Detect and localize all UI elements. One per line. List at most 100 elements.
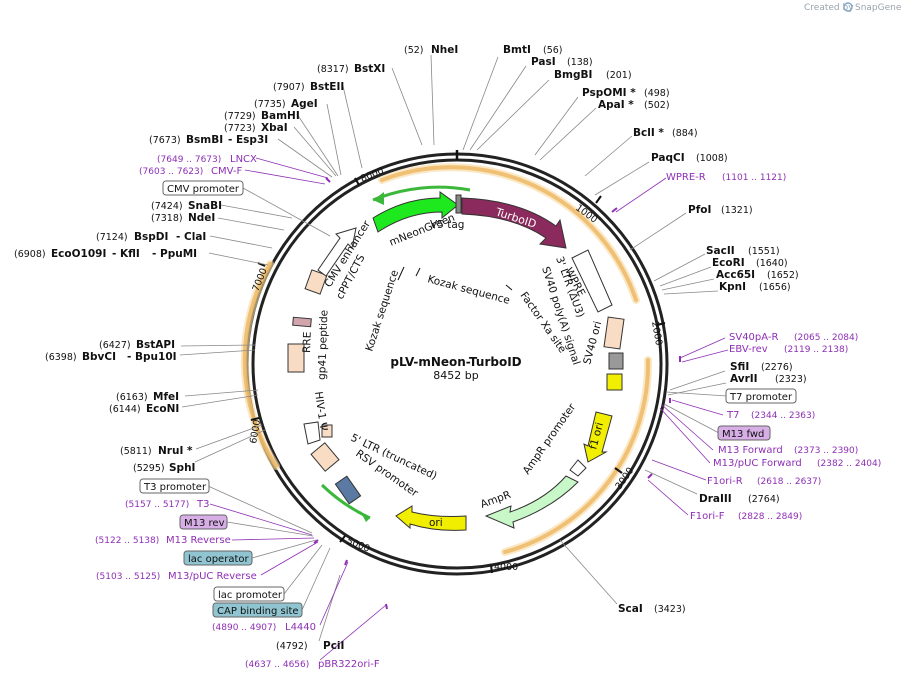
kfli-name: - KflI xyxy=(112,248,140,260)
cppt-feature[interactable] xyxy=(304,269,328,295)
turboid-feature[interactable] xyxy=(461,197,567,249)
bamhi-pos: (7729) xyxy=(224,111,256,122)
orange-arc-halos xyxy=(240,163,653,556)
bcli-pos: (884) xyxy=(672,128,698,139)
sfii-pos: (2276) xyxy=(761,362,793,373)
xbai-name: XbaI xyxy=(261,122,288,134)
ecoo109i-pos: (6908) xyxy=(14,249,46,260)
5-ltr-feature[interactable] xyxy=(303,421,321,445)
sacii-pos: (1551) xyxy=(748,246,780,257)
plasmid-length: 8452 bp xyxy=(433,369,478,382)
rre-label: RRE xyxy=(301,331,314,353)
t3-pos: (5157 .. 5177) xyxy=(125,500,189,510)
pbr322ori-f-pos: (4637 .. 4656) xyxy=(245,660,309,670)
ampr-promoter-feature[interactable] xyxy=(569,459,587,477)
avrii-pos: (2323) xyxy=(775,374,807,385)
v5-tag-feature[interactable] xyxy=(455,194,462,214)
snabi-name: SnaBI xyxy=(188,200,222,212)
paqci-name: PaqCI xyxy=(651,152,685,164)
scai-name: ScaI xyxy=(618,603,643,615)
sv40-ori-feature[interactable] xyxy=(606,373,623,391)
ndei-pos: (7318) xyxy=(151,213,183,224)
bstxi-pos: (8317) xyxy=(317,64,349,75)
ampr-feature[interactable] xyxy=(484,475,579,529)
pbr322ori-f-name: pBR322ori-F xyxy=(318,659,380,670)
m13-forward-name: M13 Forward xyxy=(718,445,783,456)
ecori-pos: (1640) xyxy=(756,258,788,269)
t3-name: T3 xyxy=(196,499,209,510)
bmti-pos: (56) xyxy=(543,45,563,56)
sphi-pos: (5295) xyxy=(133,463,165,474)
ori-feature[interactable] xyxy=(395,505,467,531)
lncx-pos: (7649 .. 7673) xyxy=(157,155,221,165)
pspomi-pos: (498) xyxy=(644,88,670,99)
tick-label-2000: 2000 xyxy=(649,321,664,347)
rsv-promoter-feature[interactable] xyxy=(310,442,340,472)
tick-label-6000: 6000 xyxy=(248,419,263,445)
bspdi-pos: (7124) xyxy=(96,232,128,243)
m13-rev-label: M13 rev xyxy=(184,518,225,529)
gp41-feature[interactable] xyxy=(292,316,312,328)
bstapi-pos: (6427) xyxy=(99,340,131,351)
bsteii-name: BstEII xyxy=(310,81,344,93)
sv40pa-r-pos: (2065 .. 2084) xyxy=(794,333,858,343)
cmv-f-name: CMV-F xyxy=(211,166,242,177)
m13-puc-reverse-pos: (5103 .. 5125) xyxy=(96,572,160,582)
hiv-psi-label: HIV-1 Ψ xyxy=(312,391,329,432)
green-arc-2-head xyxy=(360,511,370,522)
scai-pos: (3423) xyxy=(654,604,686,615)
lac-region-feature[interactable] xyxy=(334,475,362,505)
ebv-rev-name: EBV-rev xyxy=(729,344,768,355)
pfoi-name: PfoI xyxy=(688,204,711,216)
enzyme-leader-lines xyxy=(179,54,727,642)
tick-label-4000: 4000 xyxy=(494,562,518,573)
sv40-ori-label: SV40 ori xyxy=(581,320,604,366)
econi-name: EcoNI xyxy=(146,403,179,415)
wpre-feature[interactable] xyxy=(571,249,613,313)
mfei-name: MfeI xyxy=(153,391,179,403)
mfei-pos: (6163) xyxy=(116,392,148,403)
bsmbi-name: BsmBI xyxy=(186,134,223,146)
ampr-promoter-label: AmpR promoter xyxy=(521,401,579,477)
f1ori-r-name: F1ori-R xyxy=(707,476,743,487)
ecoo109i-name: EcoO109I xyxy=(51,248,106,260)
bcli-name: BclI * xyxy=(633,127,664,139)
agei-name: AgeI xyxy=(291,98,318,110)
sv40-polya-feature[interactable] xyxy=(608,352,624,370)
m13-puc-forward-pos: (2382 .. 2404) xyxy=(817,459,881,469)
v5-tag-label: V5 tag xyxy=(430,219,464,231)
bmti-name: BmtI xyxy=(503,44,531,56)
hiv-psi-feature[interactable] xyxy=(321,424,333,438)
bpu10i-name: - Bpu10I xyxy=(127,351,177,363)
mneongreen-feature[interactable] xyxy=(372,191,459,233)
m13-rev-box: M13 rev xyxy=(179,514,314,537)
nhei-pos: (52) xyxy=(404,45,424,56)
lac-operator-box: lac operator xyxy=(183,539,317,566)
f1-ori-feature[interactable] xyxy=(583,411,613,463)
3-ltr-feature[interactable] xyxy=(603,316,625,350)
inner-leader-lines xyxy=(397,266,513,291)
cap-binding-label: CAP binding site xyxy=(217,606,299,617)
ori-label: ori xyxy=(429,517,443,529)
nrui-pos: (5811) xyxy=(120,446,152,457)
pfoi-pos: (1321) xyxy=(721,205,753,216)
agei-pos: (7735) xyxy=(254,99,286,110)
acc65i-pos: (1652) xyxy=(767,270,799,281)
kpni-name: KpnI xyxy=(719,281,746,293)
rre-feature[interactable] xyxy=(287,343,305,373)
m13-fwd-box: M13 fwd xyxy=(663,403,771,441)
nrui-name: NruI * xyxy=(158,445,193,457)
lac-operator-label: lac operator xyxy=(188,554,249,565)
plasmid-name: pLV-mNeon-TurboID xyxy=(390,355,521,369)
bmgbi-name: BmgBI xyxy=(554,69,592,81)
t7-pos: (2344 .. 2363) xyxy=(751,411,815,421)
t7-name: T7 xyxy=(726,410,739,421)
esp3i-name: - Esp3I xyxy=(228,134,268,146)
cmv-enhancer-feature[interactable] xyxy=(317,227,357,277)
primer-labels: WPRE-R (1101 .. 1121) SV40pA-R (2065 .. … xyxy=(95,154,881,670)
draiii-pos: (2764) xyxy=(748,494,780,505)
l4440-pos: (4890 .. 4907) xyxy=(212,623,276,633)
f1ori-f-name: F1ori-F xyxy=(690,511,725,522)
m13-puc-forward-name: M13/pUC Forward xyxy=(713,458,802,469)
